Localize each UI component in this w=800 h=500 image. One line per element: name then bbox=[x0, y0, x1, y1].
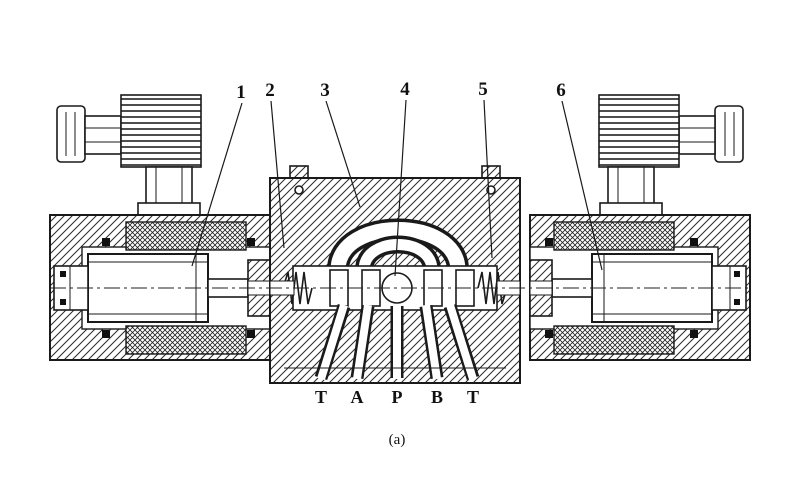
valve-top-tab-left bbox=[289, 165, 309, 179]
callout-leader-5 bbox=[483, 99, 493, 259]
right-connector-joint bbox=[678, 115, 716, 155]
left-coil-winding-top bbox=[125, 221, 247, 251]
port-label-b: B bbox=[431, 387, 443, 407]
left-connector-base bbox=[137, 202, 201, 216]
figure-caption: (a) bbox=[389, 432, 406, 448]
left-connector-joint bbox=[84, 115, 122, 155]
callout-leader-2 bbox=[270, 100, 285, 249]
callout-leader-4 bbox=[394, 99, 407, 277]
port-channels bbox=[314, 303, 480, 381]
right-connector-cap bbox=[714, 105, 744, 163]
callout-label-4: 4 bbox=[400, 79, 410, 100]
port-label-t-right: T bbox=[467, 387, 479, 407]
callout-label-1: 1 bbox=[236, 82, 246, 103]
left-coil-winding-bottom bbox=[125, 325, 247, 355]
port-label-a: A bbox=[351, 387, 364, 407]
callout-label-6: 6 bbox=[556, 80, 566, 101]
left-connector-cap bbox=[56, 105, 86, 163]
right-connector bbox=[598, 94, 744, 216]
left-connector bbox=[56, 94, 202, 216]
callout-label-2: 2 bbox=[265, 80, 275, 101]
right-connector-ribbed-block bbox=[598, 94, 680, 168]
callout-leader-1 bbox=[191, 102, 243, 267]
callout-label-3: 3 bbox=[320, 80, 330, 101]
left-connector-ribbed-block bbox=[120, 94, 202, 168]
right-coil-winding-bottom bbox=[553, 325, 675, 355]
callout-leader-3 bbox=[325, 100, 361, 208]
callouts: 1 2 3 4 5 6 bbox=[191, 79, 603, 277]
valve-top-tab-right bbox=[481, 165, 501, 179]
callout-label-5: 5 bbox=[478, 79, 488, 100]
callout-leader-6 bbox=[561, 100, 603, 271]
port-label-p: P bbox=[392, 387, 403, 407]
port-labels: T A P B T bbox=[315, 387, 479, 407]
right-coil-winding-top bbox=[553, 221, 675, 251]
port-label-t-left: T bbox=[315, 387, 327, 407]
right-connector-base bbox=[599, 202, 663, 216]
valve-bolt-left bbox=[294, 185, 304, 195]
